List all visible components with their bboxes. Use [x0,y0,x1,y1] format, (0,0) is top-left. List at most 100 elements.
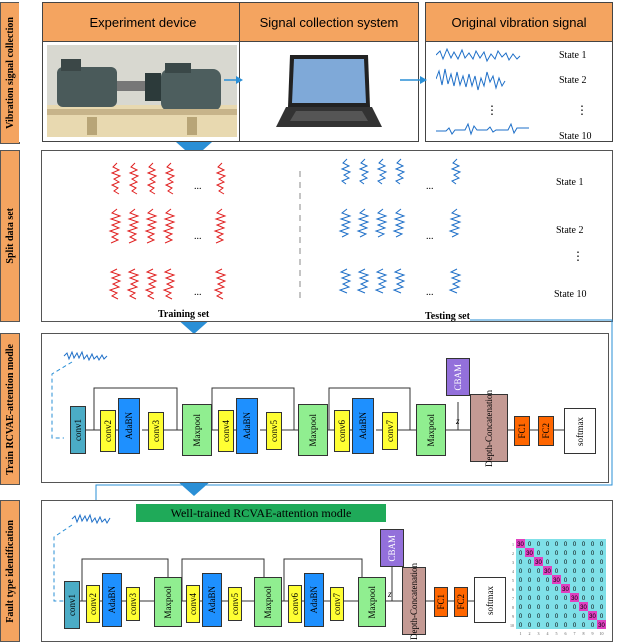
conv5-block: conv5 [266,412,282,450]
matrix-cell-value: 0 [528,578,532,584]
matrix-row-label: 6 [512,587,514,592]
matrix-cell-value: 0 [537,605,541,611]
conv7-block: conv7 [330,587,344,621]
matrix-cell-value: 0 [555,623,559,629]
matrix-cell-value: 0 [564,542,568,548]
maxpool-block: Maxpool [358,577,386,627]
chevron-down-icon [176,480,212,496]
matrix-diagonal-cell [588,611,597,620]
matrix-cell-value: 0 [564,569,568,575]
maxpool-block: Maxpool [182,404,212,456]
matrix-cell-value: 0 [582,578,586,584]
fc2-block: FC2 [538,416,554,446]
original-signals [436,47,529,136]
matrix-cell-value: 0 [600,578,604,584]
matrix-cell-value: 0 [591,578,595,584]
matrix-col-label: 1 [520,631,522,636]
panel-header: Experiment device [43,3,243,42]
matrix-cell-value: 0 [519,560,523,566]
matrix-cell-value: 0 [600,587,604,593]
softmax-block: softmax [564,408,596,454]
matrix-cell-value: 0 [519,551,523,557]
depth-concatenation-block: Depth-Concatenation [402,563,426,640]
matrix-cell-value: 0 [528,560,532,566]
matrix-cell-value: 0 [546,614,550,620]
matrix-cell-value: 0 [564,578,568,584]
matrix-cell-value: 0 [600,560,604,566]
conv3-block: conv3 [148,412,164,450]
matrix-cell-value: 0 [528,587,532,593]
matrix-cell-value: 0 [537,542,541,548]
matrix-cell-value: 0 [537,569,541,575]
adabn-block: AdaBN [352,398,374,454]
depth-concatenation-block: Depth-Concatenation [470,390,508,467]
matrix-row-label: 7 [512,596,514,601]
matrix-cell-value: 0 [591,551,595,557]
matrix-cell-value: 0 [573,542,577,548]
matrix-col-label: 9 [592,631,594,636]
cbam-block: CBAM [446,358,470,396]
matrix-cell-value: 0 [591,605,595,611]
matrix-cell-value: 0 [591,542,595,548]
fc2-block: FC2 [454,587,468,617]
matrix-cell-value: 30 [535,560,542,566]
conv5-block: conv5 [228,587,242,621]
testing-set-label: Testing set [425,311,470,322]
matrix-cell-value: 0 [528,569,532,575]
matrix-cell-value: 0 [528,614,532,620]
conv2-block: conv2 [100,410,116,452]
state-label: State 2 [556,225,584,236]
matrix-cell-value: 0 [555,551,559,557]
matrix-cell-value: 0 [600,542,604,548]
adabn-block: AdaBN [118,398,140,454]
matrix-cell-value: 0 [546,596,550,602]
softmax-block: softmax [474,577,506,623]
state-label: State 1 [559,50,587,61]
matrix-cell-value: 0 [564,560,568,566]
matrix-cell-value: 0 [546,605,550,611]
matrix-cell-value: 30 [598,623,605,629]
vertical-ellipsis: ⋮ [572,249,584,263]
matrix-cell-value: 0 [546,578,550,584]
matrix-cell-value: 0 [519,623,523,629]
matrix-cell-value: 0 [546,587,550,593]
matrix-diagonal-cell [570,593,579,602]
ellipsis: ... [194,181,202,192]
panel-header: Original vibration signal [426,3,612,42]
matrix-cell-value: 0 [537,551,541,557]
matrix-cell-value: 30 [553,578,560,584]
matrix-cell-value: 0 [573,587,577,593]
matrix-cell-value: 0 [573,614,577,620]
matrix-diagonal-cell [543,566,552,575]
ellipsis: ... [426,231,434,242]
conv7-block: conv7 [382,412,398,450]
matrix-cell-value: 0 [537,578,541,584]
matrix-cell-value: 0 [582,623,586,629]
matrix-cell-value: 0 [582,587,586,593]
matrix-cell-value: 0 [591,623,595,629]
matrix-cell-value: 0 [546,623,550,629]
ellipsis: ... [426,287,434,298]
matrix-cell-value: 0 [555,587,559,593]
matrix-cell-value: 0 [564,614,568,620]
matrix-cell-value: 0 [591,560,595,566]
fc1-block: FC1 [514,416,530,446]
matrix-row-label: 8 [512,605,514,610]
matrix-cell-value: 30 [517,542,524,548]
matrix-cell-value: 0 [600,551,604,557]
chevron-down-icon [176,318,212,334]
matrix-cell-value: 0 [537,614,541,620]
matrix-cell-value: 0 [591,569,595,575]
panel-original-signal: Original vibration signal State 1 State … [425,2,613,142]
laptop-icon [276,55,382,127]
conv4-block: conv4 [218,410,234,452]
matrix-row-label: 4 [512,569,514,574]
matrix-cell-value: 0 [600,614,604,620]
matrix-cell-value: 0 [564,596,568,602]
stage-split: ... ... ... ... ... ... State 1 State 2 … [41,150,613,322]
maxpool-block: Maxpool [416,404,446,456]
conv4-block: conv4 [186,585,200,623]
maxpool-block: Maxpool [154,577,182,627]
matrix-col-label: 7 [574,631,576,636]
adabn-block: AdaBN [304,573,324,627]
